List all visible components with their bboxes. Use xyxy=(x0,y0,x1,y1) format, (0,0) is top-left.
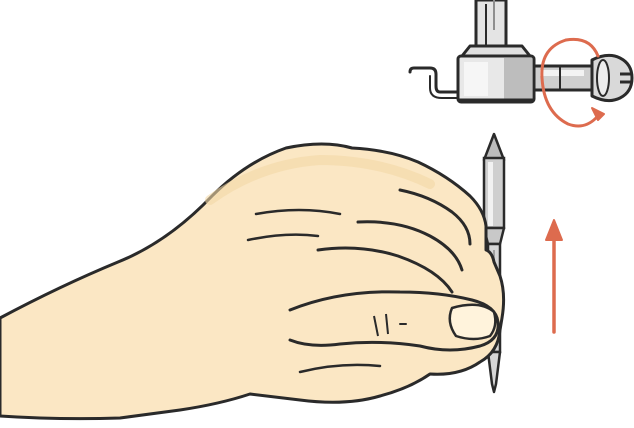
needle-clamp-icon xyxy=(410,0,632,102)
hand-icon xyxy=(0,144,504,419)
up-arrow-icon xyxy=(546,220,562,332)
